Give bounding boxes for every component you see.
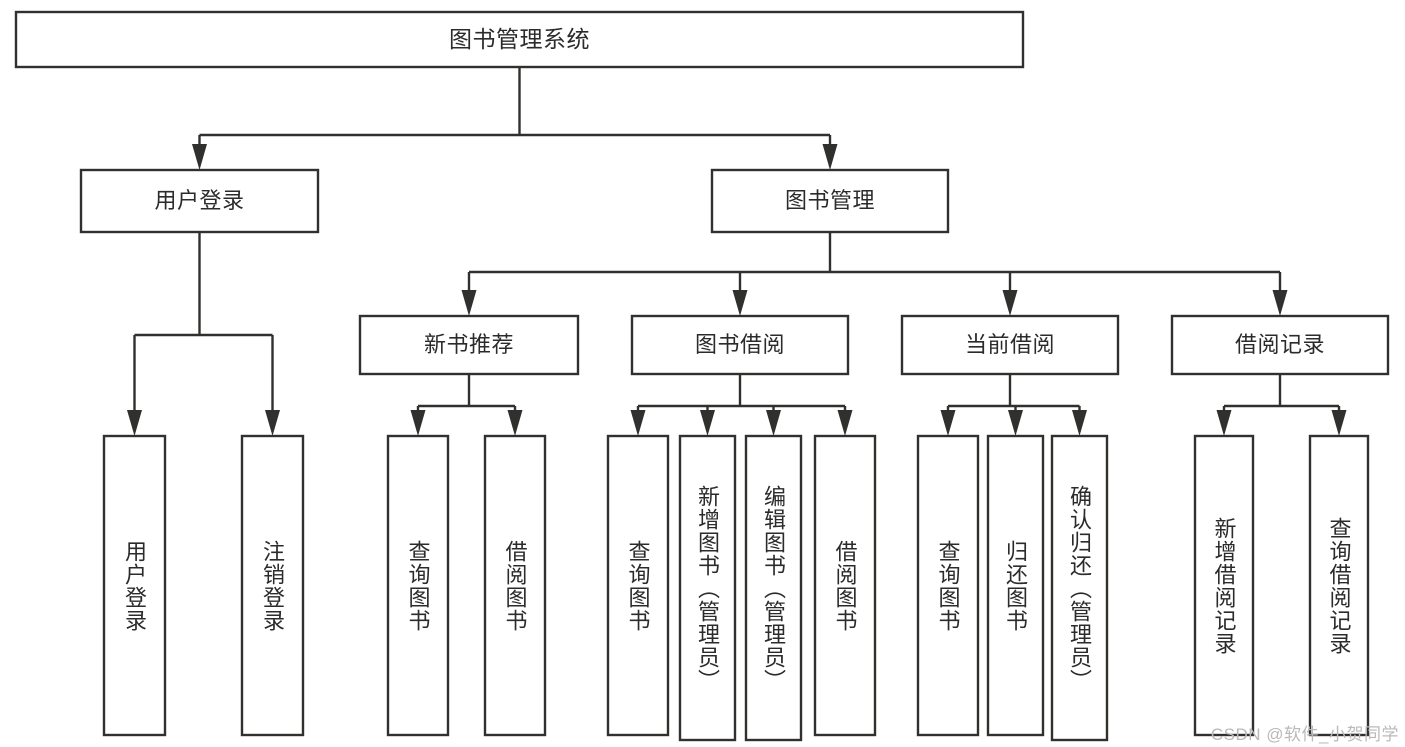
watermark-text: CSDN @软件_小贺同学 — [1210, 725, 1399, 744]
node-box-leaf_1[interactable] — [240, 434, 305, 737]
node-box-leaf_9[interactable] — [986, 434, 1045, 737]
node-box-leaf_12[interactable] — [1308, 434, 1370, 737]
node-box-l2_0[interactable] — [79, 168, 320, 234]
node-box-l3_3[interactable] — [1170, 314, 1390, 376]
node-box-l3_2[interactable] — [900, 314, 1120, 376]
node-box-leaf_11[interactable] — [1193, 434, 1255, 737]
node-box-leaf_0[interactable] — [102, 434, 167, 737]
node-box-l3_0[interactable] — [358, 314, 580, 376]
node-box-leaf_6[interactable] — [744, 434, 803, 742]
node-box-leaf_5[interactable] — [678, 434, 737, 742]
node-box-root[interactable] — [14, 10, 1025, 69]
node-box-leaf_8[interactable] — [916, 434, 980, 737]
node-box-l2_1[interactable] — [710, 168, 950, 234]
node-box-l3_1[interactable] — [630, 314, 850, 376]
node-box-leaf_2[interactable] — [386, 434, 450, 737]
node-box-leaf_4[interactable] — [606, 434, 670, 737]
node-box-leaf_3[interactable] — [483, 434, 547, 737]
node-box-leaf_10[interactable] — [1050, 434, 1109, 742]
node-box-leaf_7[interactable] — [813, 434, 877, 737]
